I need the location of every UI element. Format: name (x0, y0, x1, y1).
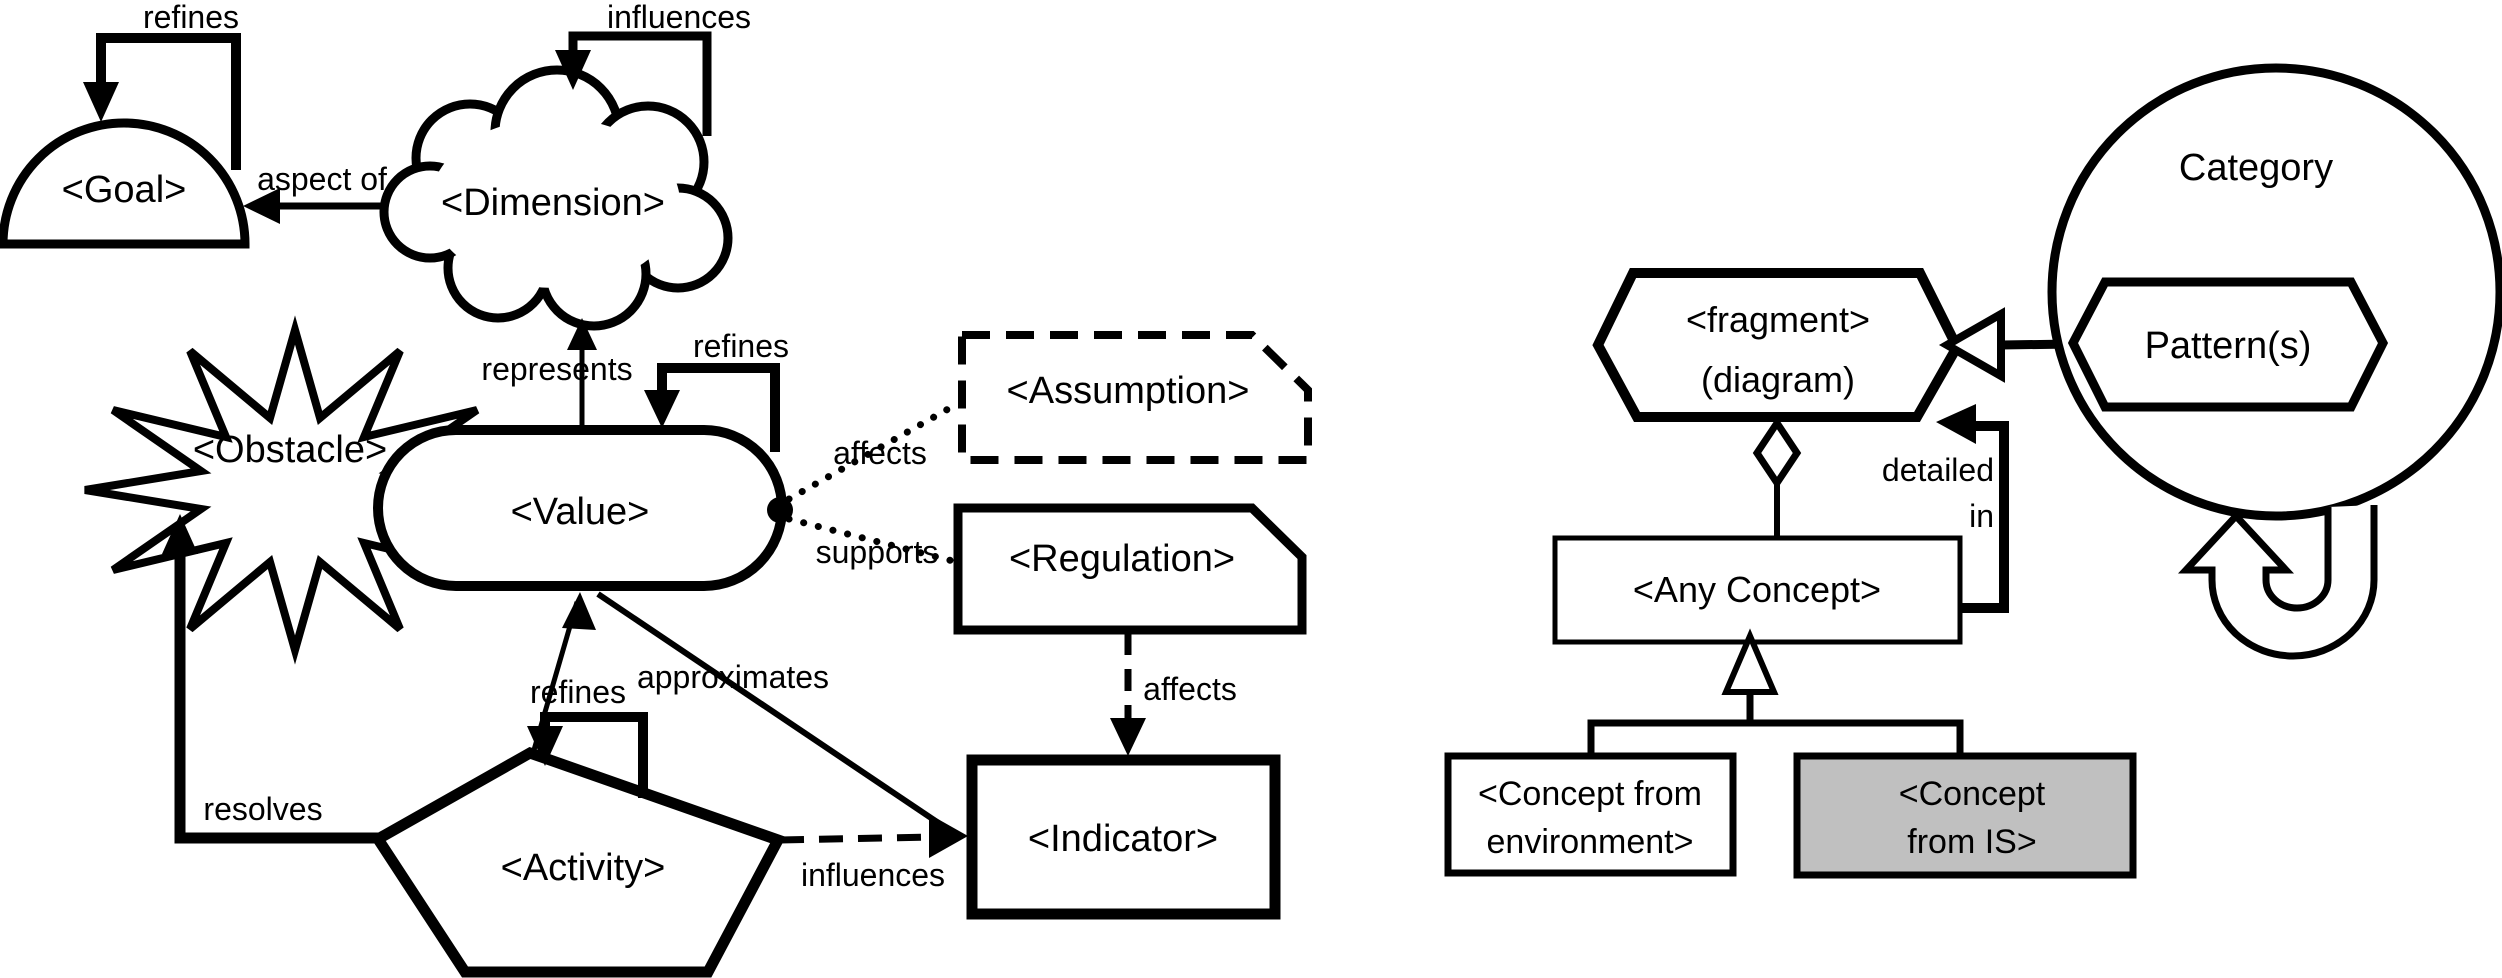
supports-edge (785, 515, 957, 565)
resolves-arrowhead (162, 514, 198, 554)
activity-refines-label: refines (530, 674, 626, 710)
aggregation-diamond (1752, 416, 1802, 490)
assumption-label: <Assumption> (1007, 370, 1250, 412)
value-label: <Value> (511, 491, 650, 533)
resolves-label: resolves (203, 791, 322, 827)
concept-is-label-line2: from IS> (1907, 823, 2036, 861)
activity-refines-loop (540, 712, 648, 798)
value-refines-arrowhead (644, 390, 680, 428)
aspect-of-arrowhead (243, 188, 280, 224)
fragment-label-line1: <fragment> (1686, 299, 1870, 340)
resolves-edge (174, 552, 380, 844)
detailed-in-edge (1960, 421, 2009, 613)
goal-node (0, 118, 250, 249)
represents-label: represents (481, 351, 632, 387)
inheritance-connector (1587, 719, 1964, 756)
affects-assumption-edge (785, 400, 961, 503)
value-refines-label: refines (693, 328, 789, 364)
approximates-edge (596, 591, 945, 829)
supports-label: supports (816, 534, 939, 570)
dimension-label: <Dimension> (441, 182, 665, 224)
aspect-of-label: aspect of (257, 161, 387, 197)
activity-influences-label: influences (801, 857, 945, 893)
concept-is-node (1793, 752, 2137, 879)
goal-label: <Goal> (62, 169, 187, 211)
indicator-arrowhead (929, 814, 968, 858)
activity-influences-edge (779, 833, 937, 844)
affects-assumption-label: affects (833, 435, 927, 471)
activity-node (370, 746, 786, 978)
concept-environment-label-line2: environment> (1487, 823, 1694, 861)
activity-value-arrowhead (562, 592, 596, 630)
obstacle-label: <Obstacle> (193, 429, 387, 471)
obstacle-starburst-shape (84, 315, 506, 665)
goal-refines-label: refines (143, 0, 239, 35)
category-label: Category (2179, 147, 2333, 189)
concept-environment-label-line1: <Concept from (1478, 775, 1702, 813)
assumption-node (958, 331, 1312, 464)
dimension-influences-loop (568, 31, 712, 136)
regulation-label: <Regulation> (1009, 538, 1235, 580)
regulation-affects-label: affects (1143, 671, 1237, 707)
any-concept-label: <Any Concept> (1633, 569, 1881, 610)
regulation-node (953, 503, 1307, 635)
represents-arrowhead (567, 318, 597, 350)
detailed-in-arrowhead (1936, 404, 1976, 444)
indicator-node (966, 754, 1281, 920)
concept-environment-node (1444, 752, 1737, 877)
approximates-label: approximates (637, 659, 829, 695)
concept-is-label-line1: <Concept (1899, 775, 2046, 813)
inheritance-triangle (1721, 628, 1779, 695)
any-concept-node (1552, 535, 1963, 645)
patterns-node (2067, 277, 2389, 412)
dimension-influences-arrowhead (555, 50, 591, 90)
category-self-loop-arrow (2177, 505, 2378, 660)
goal-refines-arrowhead (83, 82, 119, 122)
regulation-affects-arrowhead (1110, 718, 1146, 756)
activity-label: <Activity> (501, 847, 666, 889)
dimension-influences-label: influences (607, 0, 751, 35)
indicator-label: <Indicator> (1028, 818, 1218, 860)
detailed-in-label-line1: detailed (1882, 452, 1994, 488)
fragment-label-line2: (diagram) (1701, 359, 1855, 400)
value-refines-loop (657, 363, 780, 452)
patterns-label: Pattern(s) (2145, 325, 2312, 367)
detailed-in-label-line2: in (1969, 498, 1994, 534)
goal-refines-loop (96, 33, 241, 170)
fragment-inheritance-triangle (1938, 307, 2005, 383)
dimension-cloud-shape (379, 65, 733, 331)
value-association-dot (767, 497, 793, 523)
